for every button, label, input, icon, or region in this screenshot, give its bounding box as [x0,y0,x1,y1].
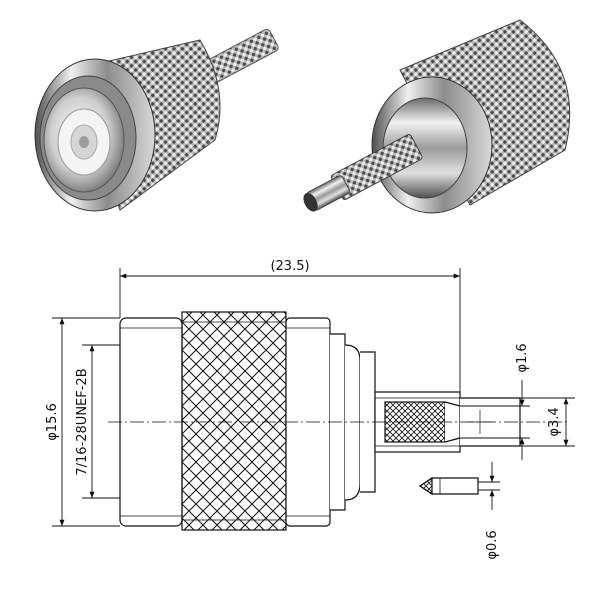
thread-spec-label: 7/16-28UNEF-2B [75,368,90,475]
crimp-inner-diameter-label: φ1.6 [515,343,530,372]
technical-drawing [108,311,570,531]
overall-length-label: (23.5) [270,259,309,274]
dimension-lines [52,268,575,527]
pin-diameter-label: φ0.6 [485,530,500,559]
body-diameter-label: φ15.6 [45,403,60,441]
connector-photo-rear [303,19,571,214]
ferrule-diameter-label: φ3.4 [547,407,562,436]
connector-photo-front [34,28,279,212]
